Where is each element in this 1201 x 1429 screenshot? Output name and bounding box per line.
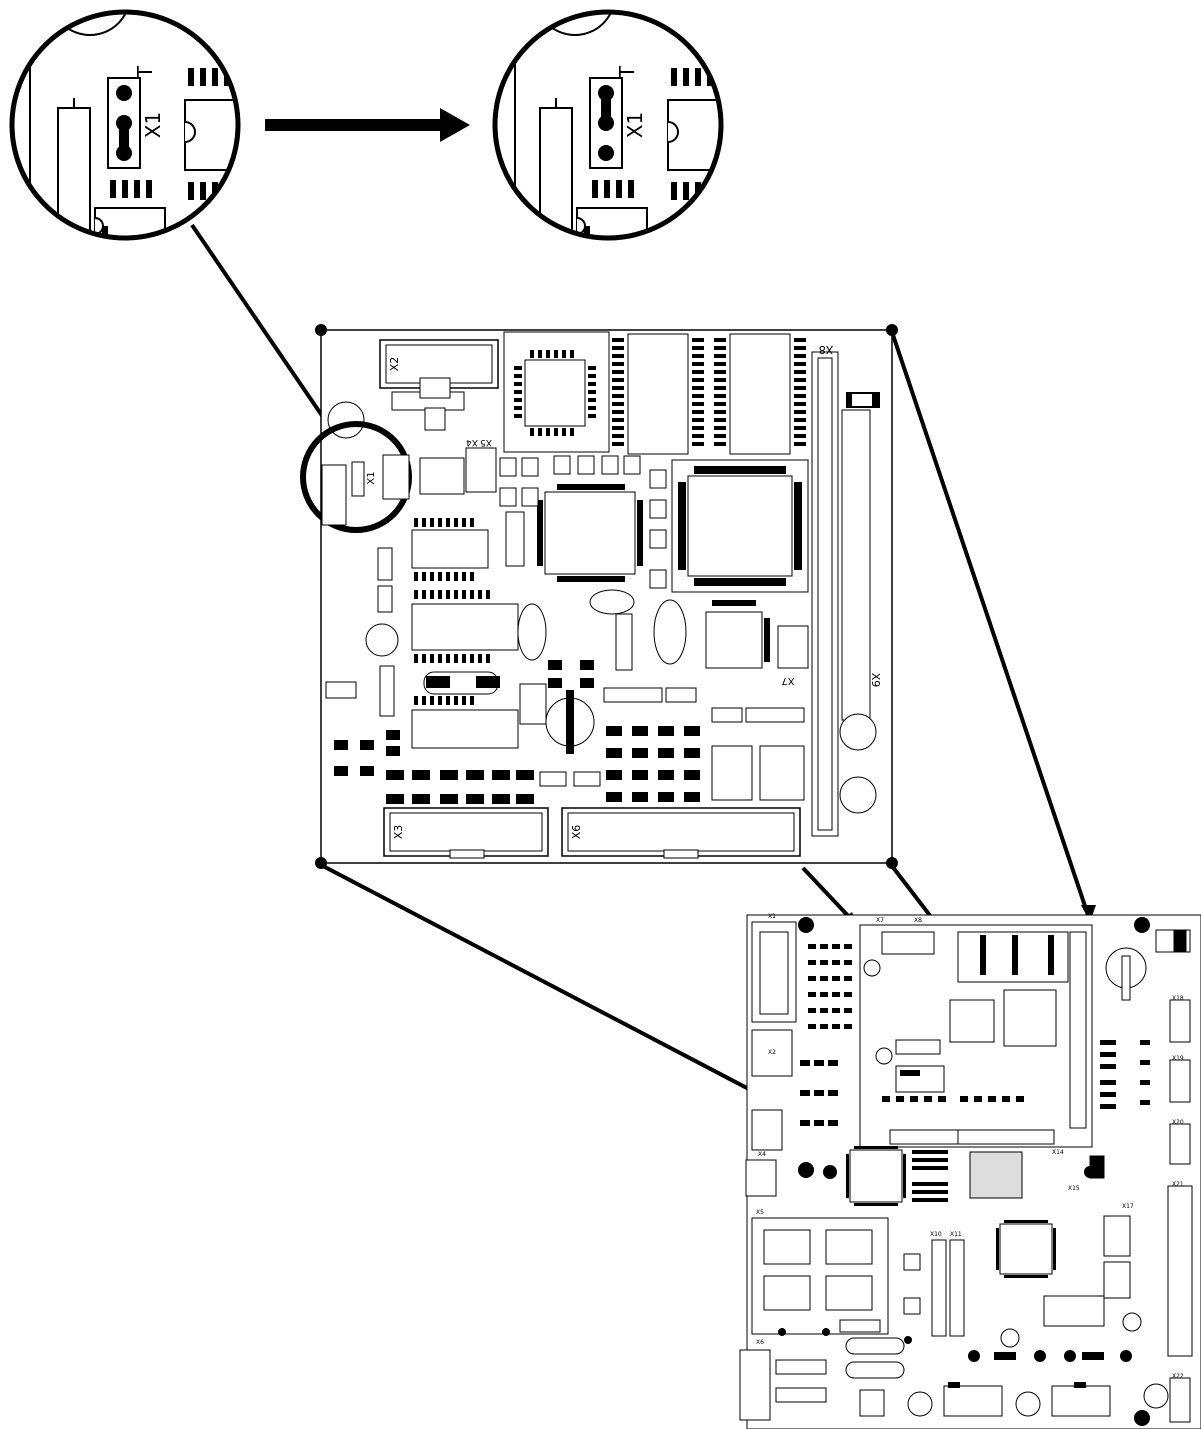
jumper-pin-label: T bbox=[133, 65, 157, 79]
module-connector-x6 bbox=[561, 807, 801, 857]
main-label-x7: X7 bbox=[876, 917, 884, 924]
jumper-pin-bottom-after bbox=[598, 145, 614, 161]
main-label-x6: X6 bbox=[756, 1339, 764, 1346]
main-label-x14: X14 bbox=[1052, 1149, 1064, 1156]
main-label-x17: X17 bbox=[1122, 1203, 1134, 1210]
jumper-bridge-after bbox=[601, 91, 611, 125]
main-label-x11: X11 bbox=[950, 1231, 962, 1238]
main-label-x1: X1 bbox=[768, 913, 776, 920]
module-label-x4: X4 bbox=[466, 437, 478, 447]
module-label-x3: X3 bbox=[392, 825, 405, 840]
main-label-x4: X4 bbox=[758, 1151, 766, 1158]
detail-magnifier-after: T X1 bbox=[492, 9, 724, 241]
main-bga-chip bbox=[969, 1151, 1023, 1199]
main-label-x22: X22 bbox=[1172, 1373, 1184, 1380]
module-connector-x3 bbox=[383, 807, 549, 857]
main-label-x15: X15 bbox=[1068, 1185, 1080, 1192]
main-label-x10: X10 bbox=[930, 1231, 942, 1238]
main-label-x21: X21 bbox=[1172, 1181, 1184, 1188]
main-label-x2: X2 bbox=[768, 1049, 776, 1056]
main-label-x18: X18 bbox=[1172, 995, 1184, 1002]
module-connector-x8 bbox=[811, 351, 839, 837]
module-label-x7: X7 bbox=[781, 675, 794, 686]
jumper-label-after: X1 bbox=[623, 112, 647, 138]
jumper-pin-label-after: T bbox=[615, 65, 639, 79]
change-arrow bbox=[265, 108, 470, 142]
main-label-x8: X8 bbox=[914, 917, 922, 924]
module-label-x5: X5 bbox=[480, 437, 492, 447]
main-label-x19: X19 bbox=[1172, 1055, 1184, 1062]
module-label-x8: X8 bbox=[819, 343, 834, 356]
module-label-x9: X9 bbox=[869, 673, 882, 688]
module-label-x6: X6 bbox=[570, 825, 583, 840]
detail-magnifier-before: T X1 bbox=[9, 9, 241, 241]
jumper-bridge bbox=[119, 121, 129, 155]
leader-line-detail bbox=[190, 223, 327, 422]
main-label-x5: X5 bbox=[756, 1209, 764, 1216]
module-label-x1: X1 bbox=[366, 471, 377, 484]
module-label-x2: X2 bbox=[388, 357, 401, 372]
jumper-pin-top bbox=[116, 85, 132, 101]
main-label-x20: X20 bbox=[1172, 1119, 1184, 1126]
main-board: X7 X8 X1 X2 X4 bbox=[739, 913, 1201, 1429]
module-board: X2 X8 X9 bbox=[300, 324, 898, 869]
jumper-label: X1 bbox=[141, 112, 165, 138]
